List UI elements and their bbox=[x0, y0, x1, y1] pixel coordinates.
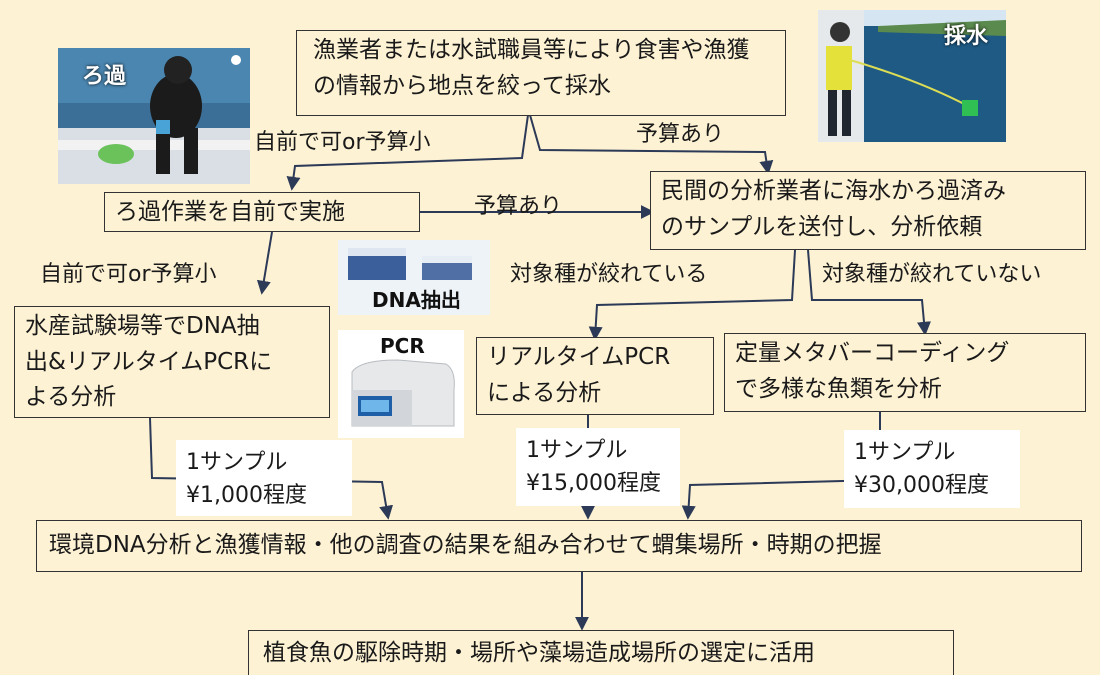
box-metabarcoding: 定量メタバーコーディング で多様な魚類を分析 bbox=[724, 333, 1086, 412]
label-species-narrowed: 対象種が絞れている bbox=[510, 262, 708, 287]
label-budget-available-top: 予算あり bbox=[636, 122, 725, 147]
box-pcr-line1: リアルタイムPCR bbox=[487, 344, 671, 370]
dna-extraction-photo: DNA抽出 bbox=[338, 240, 490, 315]
cost-lab-line2: ¥1,000程度 bbox=[186, 483, 307, 508]
box-meta-line2: で多様な魚類を分析 bbox=[735, 375, 942, 402]
cost-lab-line1: 1サンプル bbox=[186, 450, 288, 475]
box-lab-line1: 水産試験場等でDNA抽 bbox=[25, 313, 260, 339]
box-outsource-line2: のサンプルを送付し、分析依頼 bbox=[661, 213, 983, 240]
box-combine-results: 環境DNA分析と漁獲情報・他の調査の結果を組み合わせて蝟集場所・時期の把握 bbox=[36, 520, 1082, 572]
cost-pcr: 1サンプル ¥15,000程度 bbox=[516, 428, 680, 506]
box-final-text: 植食魚の駆除時期・場所や藻場造成場所の選定に活用 bbox=[263, 640, 815, 666]
box-combine-text: 環境DNA分析と漁獲情報・他の調査の結果を組み合わせて蝟集場所・時期の把握 bbox=[49, 532, 882, 558]
pcr-photo: PCR bbox=[338, 330, 464, 438]
filtration-photo-label: ろ過 bbox=[82, 64, 127, 89]
box-pcr-line2: による分析 bbox=[487, 379, 602, 406]
sampling-photo-label: 採水 bbox=[944, 24, 989, 49]
cost-metabarcoding: 1サンプル ¥30,000程度 bbox=[844, 430, 1020, 508]
box-meta-line1: 定量メタバーコーディング bbox=[735, 340, 1010, 366]
box-self-filtration-text: ろ過作業を自前で実施 bbox=[115, 199, 345, 225]
cost-meta-line1: 1サンプル bbox=[854, 440, 956, 465]
box-realtime-pcr: リアルタイムPCR による分析 bbox=[476, 337, 714, 415]
box-lab-line3: よる分析 bbox=[25, 384, 117, 411]
label-budget-available-mid: 予算あり bbox=[474, 194, 563, 219]
filtration-photo: ろ過 bbox=[58, 48, 250, 184]
pcr-photo-label: PCR bbox=[380, 334, 425, 358]
cost-lab: 1サンプル ¥1,000程度 bbox=[176, 440, 352, 516]
cost-pcr-line2: ¥15,000程度 bbox=[526, 471, 661, 496]
box-self-filtration: ろ過作業を自前で実施 bbox=[104, 192, 420, 232]
cost-pcr-line1: 1サンプル bbox=[526, 438, 628, 463]
box-water-sampling-text: 漁業者または水試職員等により食害や漁獲の情報から地点を絞って採水 bbox=[313, 37, 750, 99]
box-lab-analysis: 水産試験場等でDNA抽 出&リアルタイムPCRに よる分析 bbox=[14, 306, 330, 418]
box-water-sampling: 漁業者または水試職員等により食害や漁獲の情報から地点を絞って採水 bbox=[296, 30, 786, 116]
cost-meta-line2: ¥30,000程度 bbox=[854, 473, 989, 498]
sampling-photo: 採水 bbox=[818, 10, 1006, 142]
label-self-or-small-budget: 自前で可or予算小 bbox=[254, 130, 431, 155]
arrow-self-to-lab bbox=[256, 231, 273, 295]
box-outsource-analysis: 民間の分析業者に海水かろ過済み のサンプルを送付し、分析依頼 bbox=[650, 171, 1086, 250]
dna-extraction-label: DNA抽出 bbox=[372, 288, 461, 312]
box-outsource-line1: 民間の分析業者に海水かろ過済み bbox=[661, 178, 1006, 204]
box-lab-line2: 出&リアルタイムPCRに bbox=[25, 348, 273, 375]
label-species-not-narrowed: 対象種が絞れていない bbox=[822, 262, 1042, 287]
box-final-use: 植食魚の駆除時期・場所や藻場造成場所の選定に活用 bbox=[248, 630, 954, 675]
label-self-or-small-budget-2: 自前で可or予算小 bbox=[40, 262, 217, 287]
